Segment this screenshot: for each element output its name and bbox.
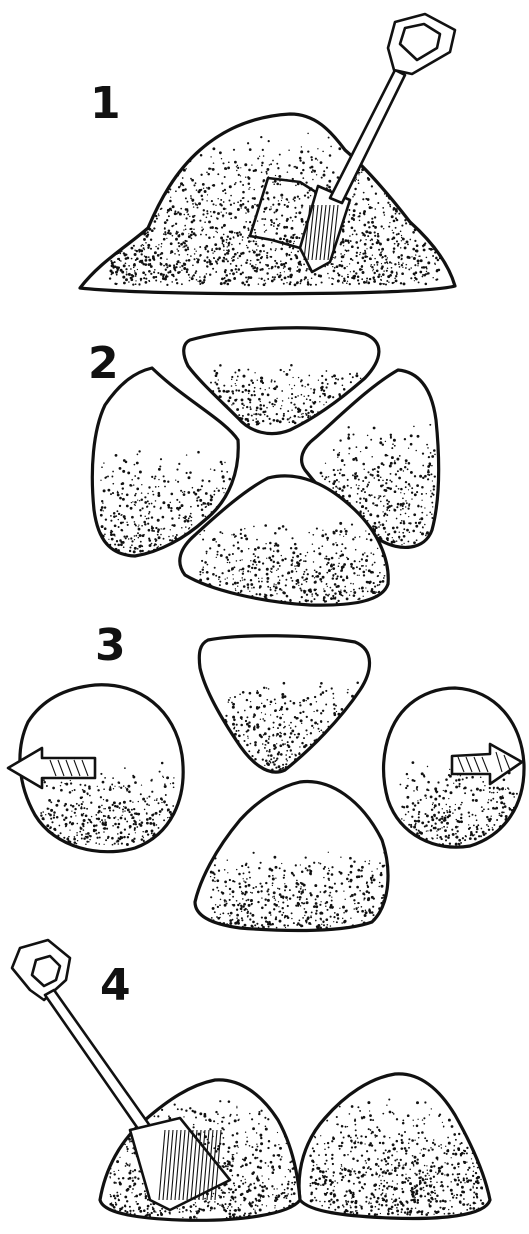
step-4-pile-right bbox=[299, 1074, 490, 1219]
step-4: 4 bbox=[12, 940, 490, 1220]
step-3-number: 3 bbox=[95, 620, 126, 671]
step-3-quarter-bottom bbox=[195, 782, 388, 931]
step-2-number: 2 bbox=[88, 338, 119, 389]
step-2: 2 bbox=[88, 328, 439, 605]
step-1-number: 1 bbox=[90, 78, 121, 129]
step-1: 1 bbox=[80, 14, 455, 294]
step-3: 3 bbox=[8, 620, 524, 930]
step-4-number: 4 bbox=[100, 960, 131, 1011]
